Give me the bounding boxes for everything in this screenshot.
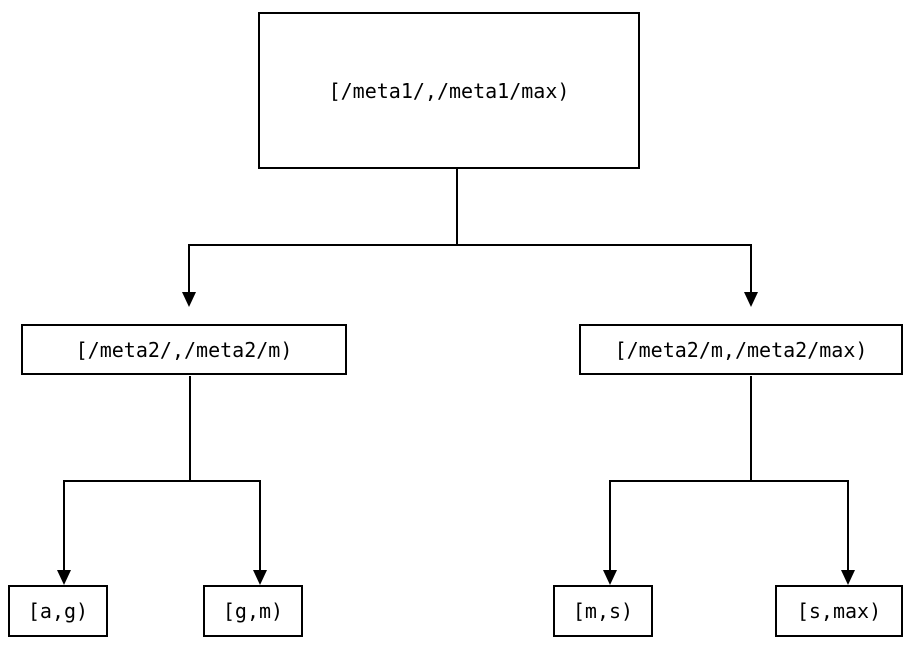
node-right-branch[interactable]: [/meta2/m,/meta2/max) xyxy=(579,324,903,375)
node-label: [g,m) xyxy=(222,599,284,623)
arrowhead-down-icon xyxy=(182,292,196,307)
node-left-branch[interactable]: [/meta2/,/meta2/m) xyxy=(21,324,347,375)
arrowhead-down-icon xyxy=(57,570,71,585)
node-leaf-s-max[interactable]: [s,max) xyxy=(775,585,903,637)
node-leaf-m-s[interactable]: [m,s) xyxy=(553,585,653,637)
node-label: [/meta1/,/meta1/max) xyxy=(328,78,570,103)
arrowhead-down-icon xyxy=(841,570,855,585)
node-label: [s,max) xyxy=(796,599,882,623)
arrowhead-down-icon xyxy=(603,570,617,585)
edge-left-branch-to-leaves xyxy=(57,376,267,585)
node-label: [/meta2/m,/meta2/max) xyxy=(614,337,868,362)
node-label: [m,s) xyxy=(572,599,634,623)
node-label: [/meta2/,/meta2/m) xyxy=(75,337,293,362)
edge-root-to-level1 xyxy=(182,169,758,307)
node-root[interactable]: [/meta1/,/meta1/max) xyxy=(258,12,640,169)
node-leaf-g-m[interactable]: [g,m) xyxy=(203,585,303,637)
arrowhead-down-icon xyxy=(253,570,267,585)
node-leaf-a-g[interactable]: [a,g) xyxy=(8,585,108,637)
node-label: [a,g) xyxy=(27,599,89,623)
arrowhead-down-icon xyxy=(744,292,758,307)
edge-right-branch-to-leaves xyxy=(603,376,855,585)
